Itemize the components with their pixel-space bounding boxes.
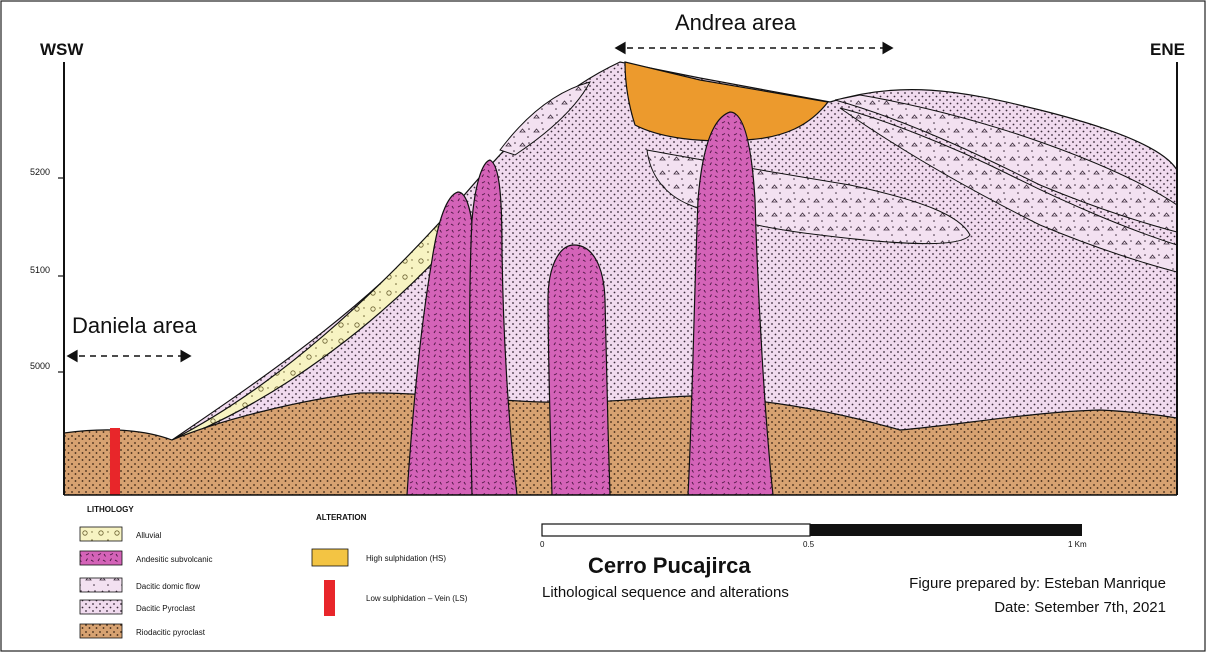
legend-label-low-sulphidation: Low sulphidation – Vein (LS)	[366, 594, 468, 603]
legend-label-alluvial: Alluvial	[136, 531, 162, 540]
label-wsw: WSW	[40, 40, 84, 59]
alteration-legend: ALTERATION High sulphidation (HS) Low su…	[312, 513, 468, 616]
scale-label-0-5: 0.5	[803, 540, 815, 549]
scale-bar-white-segment	[542, 524, 810, 536]
legend-swatch-low-sulphidation	[324, 580, 335, 616]
legend-swatch-riodacitic-pyroclast	[80, 624, 122, 638]
legend-label-dacitic-domic-flow: Dacitic domic flow	[136, 582, 200, 591]
lithology-legend: LITHOLOGY Alluvial Andesitic subvolcanic…	[80, 505, 212, 638]
legend-label-andesitic-subvolcanic: Andesitic subvolcanic	[136, 555, 212, 564]
legend-label-riodacitic-pyroclast: Riodacitic pyroclast	[136, 628, 206, 637]
scale-bar: 0 0.5 1 Km	[540, 524, 1087, 549]
credit-prepared-by: Figure prepared by: Esteban Manrique	[909, 575, 1166, 592]
tick-label-5200: 5200	[30, 167, 50, 177]
alteration-legend-title: ALTERATION	[316, 513, 367, 522]
legend-swatch-andesitic-subvolcanic	[80, 551, 122, 565]
legend-swatch-dacitic-domic-flow	[80, 578, 122, 592]
label-daniela-area: Daniela area	[72, 313, 198, 338]
legend-swatch-dacitic-pyroclast	[80, 600, 122, 614]
figure-subtitle: Lithological sequence and alterations	[542, 584, 789, 601]
scale-label-0: 0	[540, 540, 545, 549]
andesitic-intrusion-3	[548, 245, 610, 495]
credit-date: Date: Setember 7th, 2021	[994, 599, 1166, 616]
scale-bar-black-segment	[810, 524, 1082, 536]
lithology-legend-title: LITHOLOGY	[87, 505, 134, 514]
tick-label-5000: 5000	[30, 361, 50, 371]
low-sulphidation-vein	[110, 428, 120, 495]
legend-swatch-alluvial	[80, 527, 122, 541]
legend-label-high-sulphidation: High sulphidation (HS)	[366, 554, 446, 563]
figure-title: Cerro Pucajirca	[588, 553, 751, 578]
legend-swatch-high-sulphidation	[312, 549, 348, 566]
legend-label-dacitic-pyroclast: Dacitic Pyroclast	[136, 604, 196, 613]
label-ene: ENE	[1150, 40, 1185, 59]
tick-label-5100: 5100	[30, 265, 50, 275]
label-andrea-area: Andrea area	[675, 10, 797, 35]
scale-label-1km: 1 Km	[1068, 540, 1087, 549]
